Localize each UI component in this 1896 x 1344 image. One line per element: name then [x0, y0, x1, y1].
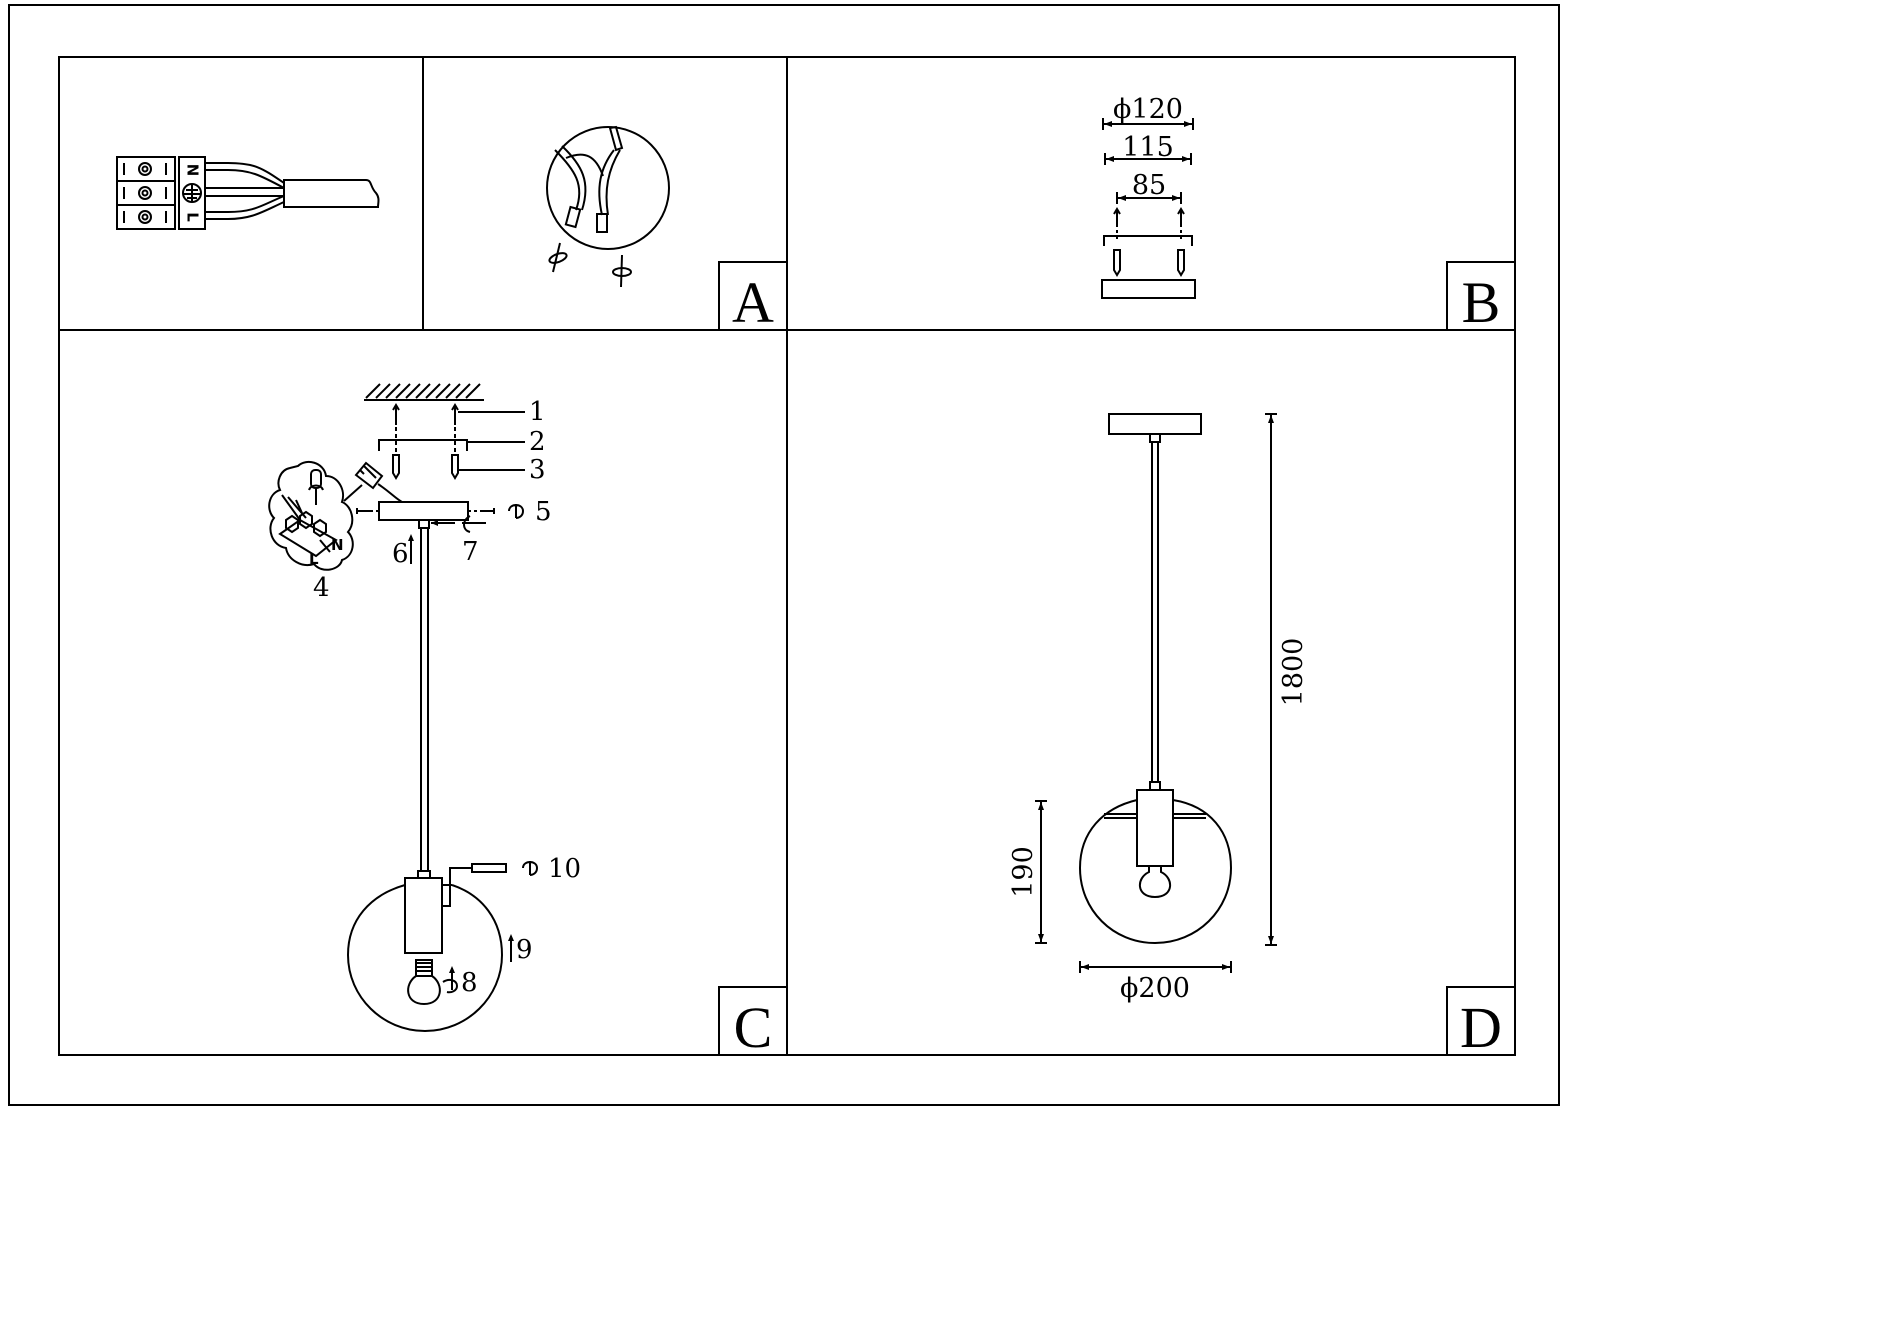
terminal-n-label: N: [184, 164, 202, 177]
wall-anchor-icon: [392, 454, 459, 480]
wire-detail: [546, 125, 670, 288]
detail-l-label: L: [309, 550, 319, 568]
rotate-icon: [442, 978, 459, 994]
shade-diameter-label: ϕ200: [1120, 973, 1190, 1004]
part-3-label: 3: [529, 455, 546, 485]
cable-sheath: [283, 179, 380, 208]
rotate-icon: [463, 515, 471, 533]
terminal-l-label: L: [184, 212, 202, 222]
fixing-screw-icon: [471, 863, 507, 873]
ground-icon: [182, 183, 202, 203]
rotate-icon: [522, 861, 539, 876]
mount-diameter-label: ϕ120: [1113, 94, 1183, 125]
part-7-label: 7: [462, 537, 479, 567]
mounting-bracket: [378, 439, 468, 451]
mount-span-label: 115: [1122, 132, 1174, 163]
ceiling-hatch: [364, 383, 484, 401]
mounting-plate-dimensions: ϕ120 115 85: [1101, 94, 1196, 299]
panel-a-label: A: [718, 261, 788, 335]
part-5-label: 5: [535, 497, 552, 527]
panel-a-letter: A: [732, 270, 774, 335]
screw-icon: [1113, 207, 1185, 227]
rotate-icon: [508, 504, 525, 519]
panel-d-letter: D: [1460, 995, 1502, 1060]
part-9-label: 9: [516, 935, 533, 965]
detail-n-label: N: [331, 536, 344, 554]
panel-b-label: B: [1446, 261, 1516, 335]
panel-b-letter: B: [1462, 270, 1501, 335]
terminal-block-detail-icon: [278, 494, 338, 558]
part-6-label: 6: [392, 539, 409, 569]
terminal-detail-bubble: [268, 460, 354, 571]
side-screw-icon: [356, 508, 495, 514]
panel-d-label: D: [1446, 986, 1516, 1060]
part-2-label: 2: [529, 427, 546, 457]
supply-wires: [205, 162, 285, 220]
mounting-bracket: [1103, 235, 1193, 246]
terminal-block-diagram: N L: [116, 156, 380, 230]
part-1-label: 1: [529, 397, 546, 427]
wire-crimp-icon: [564, 205, 608, 233]
canopy: [1101, 279, 1196, 299]
canopy: [378, 501, 469, 521]
screwdriver-icon: [308, 469, 324, 505]
canopy: [1108, 413, 1202, 435]
overall-height-label: 1800: [1278, 638, 1309, 707]
page-border: [8, 4, 1560, 1106]
anchor-icon: [1113, 249, 1185, 277]
ceiling-screw-icon: [392, 403, 459, 425]
panel-c-letter: C: [734, 995, 773, 1060]
panel-c-label: C: [718, 986, 788, 1060]
terminal-screw-icon: [123, 162, 167, 224]
hole-span-label: 85: [1132, 170, 1166, 201]
installation-diagram: A B C D N: [8, 4, 1560, 1106]
connector-block-icon: [354, 461, 384, 490]
overall-dimensions: 1800 190 ϕ200: [1008, 413, 1309, 1004]
lamp-holder: [404, 877, 443, 954]
light-bulb-icon: [407, 959, 441, 1006]
assembly-diagram: 1 2 3 5: [268, 383, 581, 1033]
glass-shade: [1078, 799, 1233, 945]
cutter-icon: [548, 242, 632, 288]
glass-shade: [346, 884, 504, 1033]
light-bulb-icon: [1139, 865, 1171, 899]
part-4-label: 4: [313, 573, 330, 603]
part-8-label: 8: [461, 968, 478, 998]
part-10-label: 10: [548, 854, 581, 884]
shade-height-label: 190: [1008, 846, 1039, 898]
lamp-holder: [1136, 789, 1174, 867]
